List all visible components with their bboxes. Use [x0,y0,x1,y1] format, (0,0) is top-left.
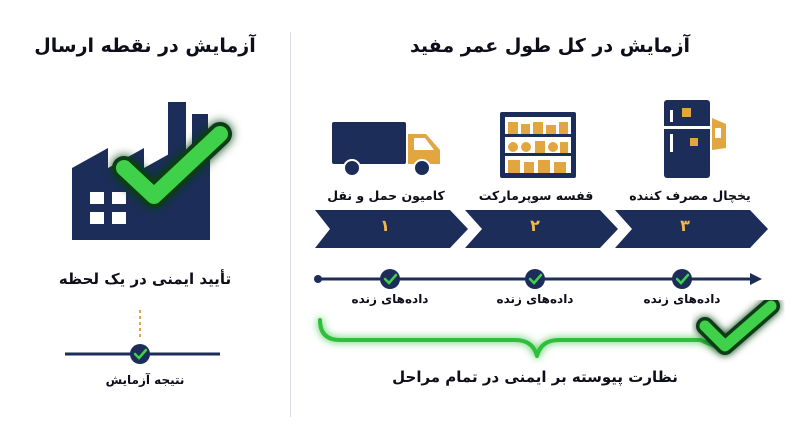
stage-label-1: کامیون حمل و نقل [327,188,445,203]
data-label-1: داده‌های زنده [351,292,429,306]
checkpoint-1 [380,269,400,289]
stage-number-3: ۳ [680,216,690,235]
stage-arrow-2 [465,210,618,248]
data-label-2: داده‌های زنده [496,292,574,306]
stage-arrow-3 [615,210,768,248]
section-divider [290,32,291,417]
data-label-3: داده‌های زنده [643,292,721,306]
stage-number-2: ۲ [530,216,540,235]
supermarket-shelf-icon [500,112,576,178]
stage-label-3: یخچال مصرف کننده [629,188,751,203]
checkpoint-2 [525,269,545,289]
stage-number-1: ۱ [380,216,390,235]
monitoring-caption: نظارت پیوسته بر ایمنی در تمام مراحل [392,368,678,386]
checkpoint-3 [672,269,692,289]
left-title: آزمایش در نقطه ارسال [34,35,256,57]
refrigerator-icon [664,100,726,178]
stage-arrow-1 [315,210,468,248]
live-data-timeline [314,269,762,289]
factory-icon [72,102,232,240]
truck-icon [332,122,440,177]
result-timeline [65,310,220,364]
bracket-check-icon [318,300,780,358]
stage-label-2: قفسه سوپرمارکت [478,188,594,203]
right-title: آزمایش در کل طول عمر مفید [409,35,691,57]
left-subtitle: تأیید ایمنی در یک لحظه [58,270,232,288]
result-label: نتیجه آزمایش [105,373,185,387]
process-arrows [315,210,768,248]
